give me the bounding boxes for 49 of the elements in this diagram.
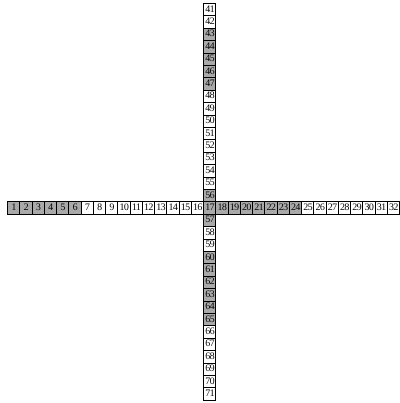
number-cell: 63 (203, 288, 216, 302)
number-cell: 50 (203, 114, 216, 128)
number-cell: 10 (117, 201, 130, 215)
number-cell: 47 (203, 77, 216, 91)
number-cell: 9 (105, 201, 118, 215)
number-cell: 59 (203, 238, 216, 252)
number-cell: 45 (203, 52, 216, 66)
number-cell: 5 (56, 201, 70, 215)
number-cell: 44 (203, 40, 216, 54)
number-cell: 11 (130, 201, 143, 215)
number-cell: 42 (203, 15, 216, 29)
number-cell: 52 (203, 139, 216, 153)
number-cell: 54 (203, 164, 216, 178)
number-cell: 3 (32, 201, 45, 215)
number-cell: 46 (203, 65, 216, 78)
number-cell: 26 (313, 201, 326, 215)
number-cell: 30 (362, 201, 376, 215)
number-cell: 58 (203, 226, 216, 240)
number-cell: 15 (178, 201, 192, 215)
number-cell: 64 (203, 300, 216, 314)
number-cell: 49 (203, 102, 216, 116)
number-cell: 56 (203, 189, 216, 202)
number-cell: 7 (80, 201, 94, 215)
number-cell: 55 (203, 176, 216, 190)
number-cell: 70 (203, 375, 216, 388)
number-cell: 23 (276, 201, 290, 215)
number-cell: 65 (203, 313, 216, 326)
number-cell: 51 (203, 127, 216, 140)
number-cell: 2 (19, 201, 32, 215)
number-cell: 66 (203, 325, 216, 339)
number-cell: 13 (154, 201, 168, 215)
number-cell: 18 (215, 201, 228, 215)
number-cell: 22 (264, 201, 278, 215)
number-cell: 61 (203, 263, 216, 277)
number-cell: 25 (301, 201, 314, 215)
number-cell: 19 (228, 201, 241, 215)
number-cell: 41 (203, 3, 216, 16)
number-cell: 1 (7, 201, 20, 215)
number-cell: 71 (203, 387, 216, 401)
number-cell: 60 (203, 251, 216, 264)
number-cell: 6 (68, 201, 82, 215)
number-cell: 32 (386, 201, 400, 215)
number-cell: 21 (252, 201, 266, 215)
number-cell: 69 (203, 362, 216, 376)
number-cell: 68 (203, 350, 216, 364)
number-cell: 29 (350, 201, 364, 215)
number-cell: 31 (374, 201, 388, 215)
number-cell: 14 (166, 201, 180, 215)
number-cell: 27 (326, 201, 339, 215)
